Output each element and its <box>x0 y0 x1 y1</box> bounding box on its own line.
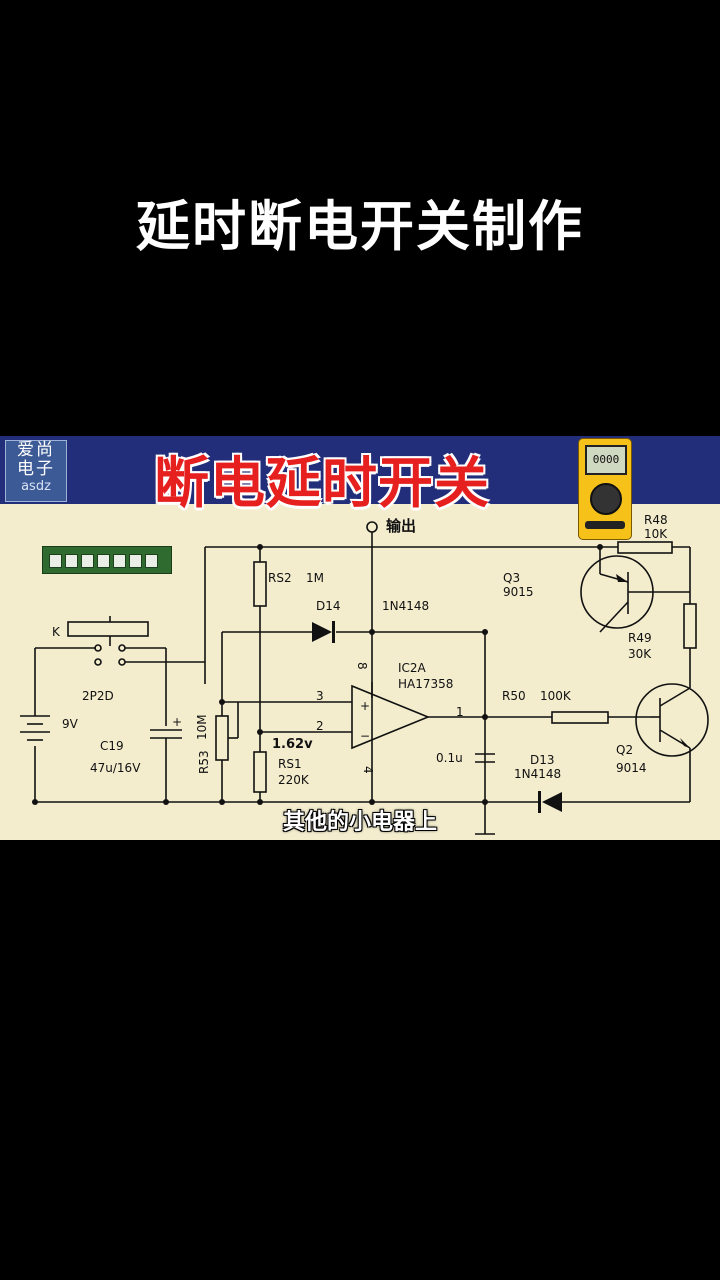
label-r53-value: 10M <box>195 714 209 740</box>
label-pin-3: 3 <box>316 689 324 703</box>
label-rs1-value: 220K <box>278 773 310 787</box>
circuit-schematic: 输出 RS2 1M D14 1N4148 Q3 9015 R48 10K K R… <box>20 513 709 835</box>
label-r48: R48 <box>644 513 668 527</box>
label-q2-part: 9014 <box>616 761 647 775</box>
label-relay: 2P2D <box>82 689 114 703</box>
drawing-toolbar <box>42 546 172 574</box>
label-q2: Q2 <box>616 743 633 757</box>
video-title: 延时断电开关制作 <box>136 195 584 258</box>
label-c19-plus: + <box>172 715 182 729</box>
logo-line-1: 爱尚 <box>17 440 55 460</box>
channel-logo: 爱尚 电子 asdz <box>5 440 67 502</box>
label-r49: R49 <box>628 631 652 645</box>
label-pin-4: 4 <box>361 766 375 774</box>
label-output: 输出 <box>386 517 416 535</box>
multimeter-dial <box>590 483 622 515</box>
circuit-wires <box>20 521 709 835</box>
label-r49-value: 30K <box>628 647 652 661</box>
label-r48-value: 10K <box>644 527 668 541</box>
label-opamp-plus: + <box>360 699 370 713</box>
logo-line-2: 电子 <box>17 459 55 479</box>
label-pin-2: 2 <box>316 719 324 733</box>
label-q3-part: 9015 <box>503 585 534 599</box>
label-rs2: RS2 <box>268 571 292 585</box>
tool-icon <box>97 554 110 568</box>
label-battery: 9V <box>62 717 79 731</box>
tool-icon <box>81 554 94 568</box>
video-frame: 爱尚 电子 asdz 断电延时开关 0000 <box>0 436 720 840</box>
circuit-nodes <box>32 544 690 813</box>
multimeter-jacks <box>585 521 625 529</box>
tool-icon <box>113 554 126 568</box>
label-d13: D13 <box>530 753 555 767</box>
label-relay-k: K <box>52 625 61 639</box>
label-r50-value: 100K <box>540 689 572 703</box>
tool-icon <box>49 554 62 568</box>
tool-icon <box>145 554 158 568</box>
label-d14: D14 <box>316 599 341 613</box>
tool-icon <box>65 554 78 568</box>
label-d13-part: 1N4148 <box>514 767 561 781</box>
label-c19: C19 <box>100 739 124 753</box>
label-d14-part: 1N4148 <box>382 599 429 613</box>
label-c19-value: 47u/16V <box>90 761 141 775</box>
multimeter-screen: 0000 <box>585 445 627 475</box>
banner-title: 断电延时开关 <box>154 451 491 515</box>
label-rs2-value: 1M <box>306 571 324 585</box>
label-q3: Q3 <box>503 571 520 585</box>
label-pin-1: 1 <box>456 705 464 719</box>
label-ic: IC2A <box>398 661 427 675</box>
schematic-labels: 输出 RS2 1M D14 1N4148 Q3 9015 R48 10K K R… <box>52 513 668 787</box>
label-cap: 0.1u <box>436 751 463 765</box>
tool-icon <box>129 554 142 568</box>
label-ic-part: HA17358 <box>398 677 453 691</box>
label-voltage: 1.62v <box>272 737 313 752</box>
label-r53: R53 <box>197 750 211 774</box>
label-opamp-minus: − <box>360 729 370 743</box>
multimeter-icon: 0000 <box>578 438 632 540</box>
label-r50: R50 <box>502 689 526 703</box>
label-rs1: RS1 <box>278 757 302 771</box>
video-subtitle: 其他的小电器上 <box>282 810 437 835</box>
label-pin-8: 8 <box>355 662 369 670</box>
logo-line-3: asdz <box>21 479 51 494</box>
